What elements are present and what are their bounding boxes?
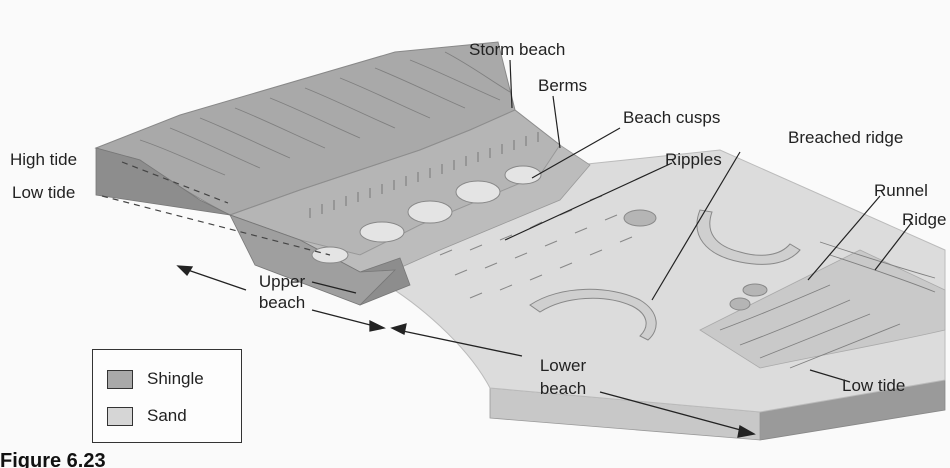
label-runnel: Runnel	[874, 181, 928, 201]
legend-label-sand: Sand	[147, 406, 187, 426]
legend-item-shingle: Shingle	[107, 369, 204, 389]
beach-cusp	[456, 181, 500, 203]
label-high-tide: High tide	[10, 150, 77, 170]
label-ripples: Ripples	[665, 150, 722, 170]
pool	[624, 210, 656, 226]
beach-cusp	[408, 201, 452, 223]
label-breached-ridge: Breached ridge	[788, 128, 903, 148]
beach-cusp	[360, 222, 404, 242]
label-upper-beach-1: Upper	[252, 272, 312, 292]
label-lower-beach-2: beach	[530, 379, 596, 399]
label-low-tide-left: Low tide	[12, 183, 75, 203]
label-ridge: Ridge	[902, 210, 946, 230]
legend: Shingle Sand	[92, 349, 242, 443]
label-berms: Berms	[538, 76, 587, 96]
label-storm-beach: Storm beach	[469, 40, 565, 60]
legend-swatch-sand	[107, 407, 133, 426]
label-lower-beach-1: Lower	[530, 356, 596, 376]
beach-cusp	[505, 166, 541, 184]
legend-swatch-shingle	[107, 370, 133, 389]
pool	[730, 298, 750, 310]
legend-label-shingle: Shingle	[147, 369, 204, 389]
label-low-tide-right: Low tide	[842, 376, 905, 396]
label-upper-beach-2: beach	[252, 293, 312, 313]
legend-item-sand: Sand	[107, 406, 187, 426]
figure-caption: Figure 6.23	[0, 452, 106, 468]
label-beach-cusps: Beach cusps	[623, 108, 720, 128]
pool	[743, 284, 767, 296]
